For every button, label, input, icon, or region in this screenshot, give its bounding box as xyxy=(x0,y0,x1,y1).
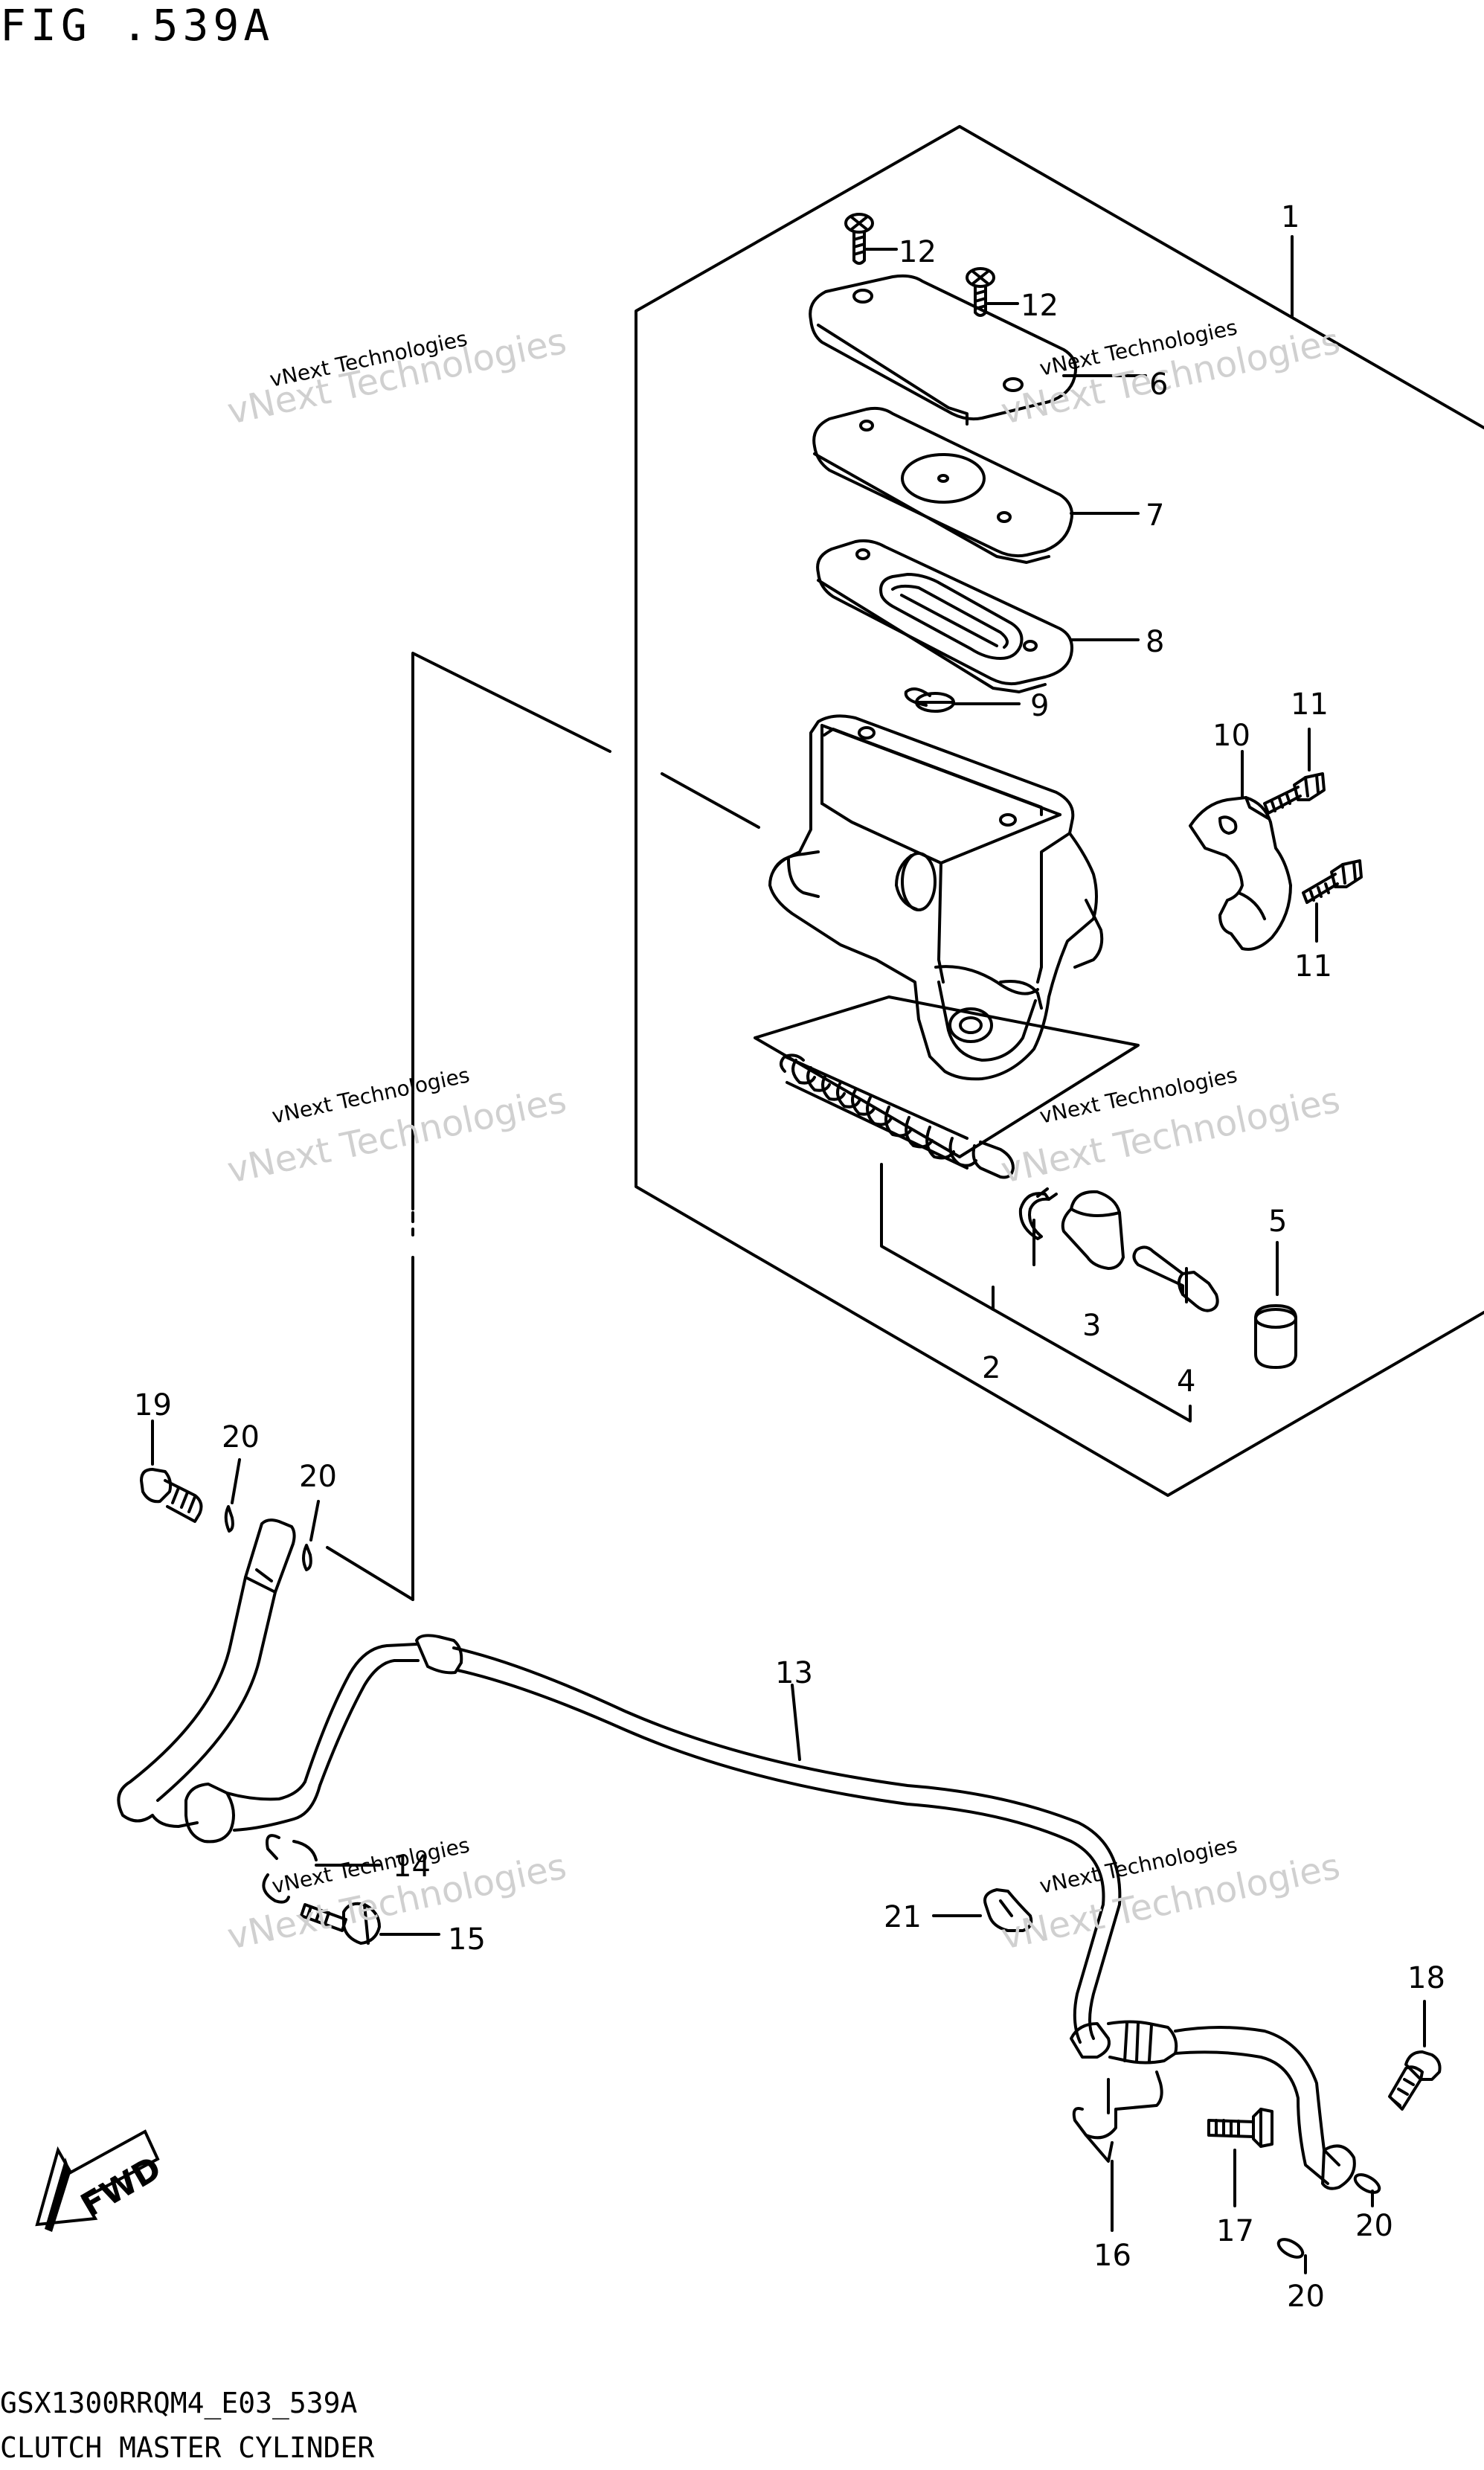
bolt-11b xyxy=(1302,859,1363,904)
callout-6: 6 xyxy=(1149,368,1168,402)
washer-20b xyxy=(302,1544,312,1571)
pushrod xyxy=(1132,1245,1219,1312)
diaphragm xyxy=(816,539,1073,693)
callout-20d: 20 xyxy=(1287,2280,1325,2314)
callout-12b: 12 xyxy=(1021,289,1059,323)
callout-20b: 20 xyxy=(299,1460,337,1494)
cup-seal xyxy=(1061,1190,1125,1270)
screw-12a xyxy=(844,213,874,265)
screw-12b xyxy=(966,267,995,317)
callout-15: 15 xyxy=(448,1922,486,1957)
watermark-group: vNext Technologies vNext Technologies vN… xyxy=(224,315,1343,1957)
callout-20a: 20 xyxy=(222,1420,260,1454)
washer-20a xyxy=(224,1505,234,1533)
callout-16: 16 xyxy=(1093,2239,1131,2273)
reference-bracket xyxy=(411,652,611,1210)
callout-9: 9 xyxy=(1030,689,1049,723)
callout-7: 7 xyxy=(1146,498,1164,533)
assembly-boundary xyxy=(635,125,1484,1497)
bolt-17 xyxy=(1207,2108,1273,2148)
hose-clamp-21 xyxy=(983,1888,1033,1932)
callout-8: 8 xyxy=(1146,625,1164,659)
callout-20c: 20 xyxy=(1355,2209,1393,2243)
washer-20c xyxy=(1353,2173,1381,2194)
callout-11a: 11 xyxy=(1291,687,1329,722)
diaphragm-plate xyxy=(812,406,1073,564)
callout-17: 17 xyxy=(1216,2214,1254,2248)
figure-title: FIG .539A xyxy=(0,0,274,51)
clutch-hose xyxy=(117,1518,1356,2190)
master-cylinder-body xyxy=(768,714,1104,1081)
washer-20d xyxy=(1276,2238,1305,2259)
callout-21: 21 xyxy=(884,1900,922,1934)
figure-name: CLUTCH MASTER CYLINDER xyxy=(0,2431,375,2464)
circlip-2 xyxy=(1018,1187,1058,1240)
piston-boot xyxy=(780,1053,1015,1179)
callouts: 1 2 3 4 5 6 7 8 9 10 11 11 12 12 13 14 1… xyxy=(134,200,1445,2314)
callout-10: 10 xyxy=(1212,719,1250,753)
fwd-arrow-icon: FWD xyxy=(35,2129,168,2232)
callout-11b: 11 xyxy=(1294,949,1332,984)
circlip-9 xyxy=(904,687,955,713)
callout-1: 1 xyxy=(1281,200,1300,234)
callout-2: 2 xyxy=(982,1351,1000,1385)
callout-14: 14 xyxy=(393,1850,431,1884)
callout-18: 18 xyxy=(1407,1961,1445,1995)
callout-5: 5 xyxy=(1268,1204,1287,1239)
callout-19: 19 xyxy=(134,1388,172,1422)
callout-4: 4 xyxy=(1177,1364,1195,1399)
bolt-15 xyxy=(300,1902,381,1945)
callout-13: 13 xyxy=(775,1656,813,1690)
pushrod-cap xyxy=(1254,1304,1297,1369)
callout-3: 3 xyxy=(1082,1309,1101,1343)
wire-clip-16 xyxy=(1072,2070,1163,2163)
banjo-bolt-18 xyxy=(1388,2050,1442,2111)
figure-code: GSX1300RRQM4_E03_539A xyxy=(0,2387,358,2419)
hose-clip-14 xyxy=(262,1834,318,1904)
handlebar-clamp xyxy=(1189,796,1292,951)
banjo-bolt-19 xyxy=(140,1468,203,1523)
callout-12a: 12 xyxy=(899,235,937,269)
bolt-11a xyxy=(1263,772,1326,815)
